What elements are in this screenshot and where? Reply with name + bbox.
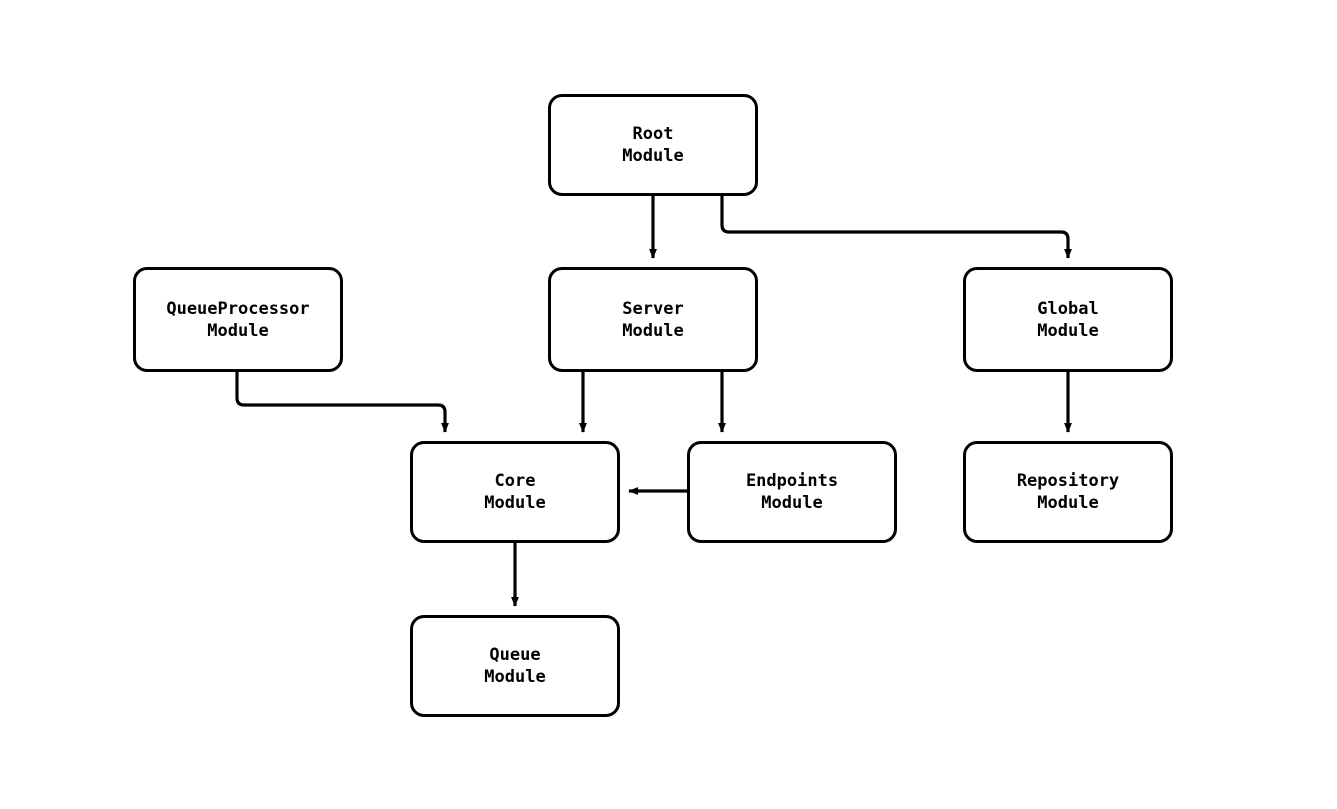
node-queueprocessor-module-label-line2: Module — [207, 320, 269, 341]
node-server-module-label-line2: Module — [622, 320, 684, 341]
node-root-module[interactable]: Root Module — [548, 94, 758, 196]
node-queue-module-label-line1: Queue — [489, 645, 541, 665]
node-repository-module-label-line2: Module — [1037, 493, 1099, 513]
node-endpoints-module-label-line1: Endpoints — [745, 471, 839, 491]
node-core-module-label-line2: Module — [484, 493, 546, 513]
node-endpoints-module-label-line2: Module — [761, 493, 823, 513]
node-server-module-label-line1: Server — [622, 298, 684, 319]
edge-queueprocessor-core — [235, 372, 449, 433]
node-queue-module[interactable]: Queue Module — [410, 615, 620, 717]
node-global-module-label-line1: Global — [1037, 298, 1099, 319]
node-endpoints-module[interactable]: Endpoints Module — [687, 441, 897, 543]
edge-root-global — [720, 196, 1072, 259]
node-root-module-label-line1: Root — [632, 124, 674, 144]
node-repository-module[interactable]: Repository Module — [963, 441, 1173, 543]
node-queue-module-label-line2: Module — [484, 667, 546, 687]
node-server-module[interactable]: Server Module — [548, 267, 758, 372]
node-global-module-label-line2: Module — [1037, 320, 1099, 341]
node-queueprocessor-module[interactable]: QueueProcessor Module — [133, 267, 343, 372]
node-core-module[interactable]: Core Module — [410, 441, 620, 543]
node-root-module-label-line2: Module — [622, 146, 684, 166]
node-global-module[interactable]: Global Module — [963, 267, 1173, 372]
node-core-module-label-line1: Core — [494, 471, 536, 491]
node-queueprocessor-module-label-line1: QueueProcessor — [166, 298, 310, 319]
node-repository-module-label-line1: Repository — [1016, 471, 1120, 491]
